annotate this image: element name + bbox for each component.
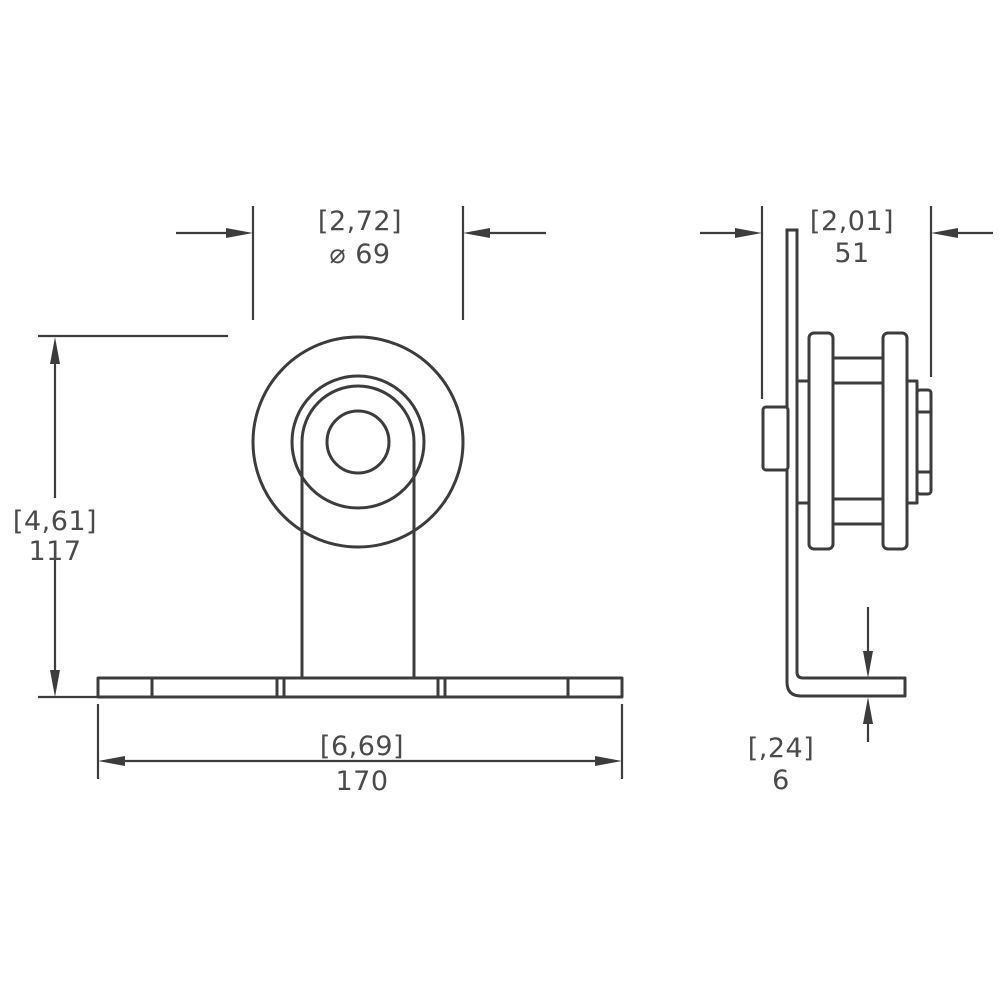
arrowhead-height-bottom <box>50 670 60 697</box>
front-view <box>96 335 624 699</box>
side-hub-groove-lines <box>831 381 885 501</box>
dim-height-inches: [4,61] <box>13 506 97 537</box>
arrowhead-sideview-left <box>735 228 762 238</box>
bracket-strap <box>300 384 416 680</box>
side-axle-boss-left <box>761 405 790 472</box>
side-flange-right <box>881 331 909 551</box>
dim-diameter-mm: ⌀ 69 <box>329 239 390 270</box>
dim-thickness-mm: 6 <box>772 765 790 796</box>
arrowhead-thickness-top <box>863 651 873 678</box>
side-axle-boss-right-lines <box>915 410 933 474</box>
arrowhead-diameter-right <box>463 228 490 238</box>
dim-diameter-inches: [2,72] <box>318 206 402 237</box>
base-plate-segment-lines <box>150 676 570 699</box>
dimension-lines <box>53 231 993 763</box>
arrowhead-sideview-right <box>931 228 958 238</box>
arrowhead-thickness-bottom <box>863 697 873 724</box>
extension-lines <box>38 206 933 779</box>
dim-width-mm: 170 <box>335 766 388 797</box>
dimension-annotations: [2,72] ⌀ 69 [4,61] 117 [6,69] 170 [2,01]… <box>13 206 993 797</box>
side-washer-left <box>795 379 811 505</box>
base-plate <box>96 676 624 699</box>
wheel-outer-circle <box>251 335 465 549</box>
dim-height-mm: 117 <box>28 536 81 567</box>
wheel-inner-circle <box>290 374 426 510</box>
dim-width-inches: [6,69] <box>320 731 404 762</box>
arrowhead-width-right <box>595 756 622 766</box>
side-bracket-outline <box>785 228 907 698</box>
side-view <box>761 228 933 698</box>
dim-thickness-inches: [,24] <box>748 733 815 764</box>
side-hub <box>831 356 885 526</box>
side-flange-left <box>807 331 835 551</box>
side-axle-boss-right <box>915 388 933 496</box>
axle-hole <box>325 409 391 475</box>
arrowhead-width-left <box>98 756 125 766</box>
arrowhead-diameter-left <box>226 228 253 238</box>
arrowhead-height-top <box>50 337 60 364</box>
dim-sideview-width-mm: 51 <box>834 238 869 269</box>
dim-sideview-width-inches: [2,01] <box>810 206 894 237</box>
